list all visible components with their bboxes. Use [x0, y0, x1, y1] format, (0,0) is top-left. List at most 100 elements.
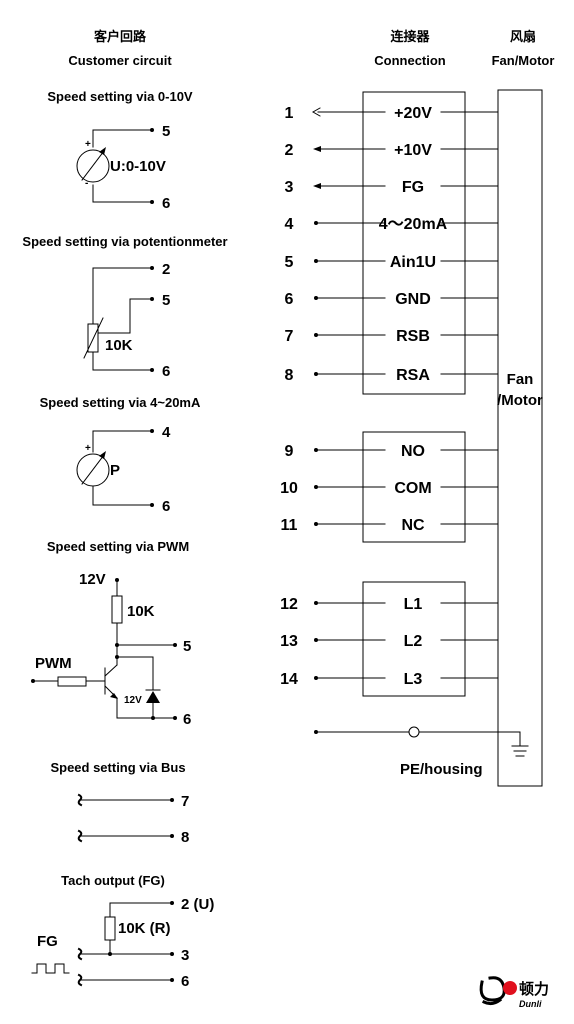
pin-dot: [314, 448, 318, 452]
pin-number: 2: [285, 142, 294, 159]
logo-mark: [479, 976, 506, 1006]
header-fan: 风扇 Fan/Motor: [492, 29, 555, 68]
pin-dot: [314, 601, 318, 605]
header-customer: 客户回路 Customer circuit: [68, 29, 172, 68]
terminal-dot: [150, 200, 154, 204]
pin-row-2: 2 +10V: [285, 142, 499, 159]
fg-input-label: FG: [37, 933, 58, 950]
current-source-symbol: [76, 453, 110, 487]
source-label: P: [110, 462, 120, 479]
pin-dot: [314, 485, 318, 489]
terminal-6: 6: [162, 195, 170, 212]
pin-row-9: 9 NO: [285, 443, 499, 460]
section-0-10v: Speed setting via 0-10V + - U:0-10V 5 6: [47, 89, 193, 212]
break-symbol: [77, 947, 83, 961]
pin-number: 12: [280, 596, 298, 613]
motor-label-2: /Motor: [497, 392, 543, 409]
section-bus-title: Speed setting via Bus: [50, 760, 185, 775]
arrow-open: [311, 107, 321, 117]
pin-number: 5: [285, 254, 294, 271]
section-potentiometer: Speed setting via potentionmeter 10K 2 5…: [22, 234, 227, 380]
pot-diagonal: [83, 317, 104, 359]
pin-signal: NO: [401, 443, 425, 460]
section-bus: Speed setting via Bus 7 8: [50, 760, 189, 846]
section-pwm: Speed setting via PWM 12V 10K 5 PWM 12V …: [31, 539, 191, 728]
pin-number: 9: [285, 443, 294, 460]
pin-signal: +20V: [394, 105, 432, 122]
pin-number: 14: [280, 671, 298, 688]
break-symbol: [77, 973, 83, 987]
motor-housing: [497, 89, 543, 787]
connector-block-phases: [362, 581, 466, 697]
pin-row-5: 5 Ain1U: [285, 254, 499, 271]
pin-signal: NC: [401, 517, 425, 534]
pin-number: 6: [285, 291, 294, 308]
source-arrow: [81, 150, 105, 181]
wire: [92, 486, 151, 506]
pwm-input-label: PWM: [35, 655, 72, 672]
arrow-filled: [313, 183, 321, 189]
break-symbol: [77, 829, 83, 843]
brand-en: Dunli: [519, 999, 542, 1009]
terminal-7: 7: [181, 793, 189, 810]
terminal-5: 5: [162, 292, 170, 309]
arrow-filled: [313, 146, 321, 152]
pin-signal: RSB: [396, 328, 430, 345]
section-potentiometer-title: Speed setting via potentionmeter: [22, 234, 227, 249]
terminal-2u: 2 (U): [181, 896, 214, 913]
voltage-source-symbol: [76, 149, 110, 183]
terminal-dot: [150, 128, 154, 132]
svg-text:-: -: [85, 178, 88, 189]
potentiometer-symbol: [87, 323, 99, 353]
pin-number: 3: [285, 179, 294, 196]
section-tach-output: Tach output (FG) 2 (U) 10K (R) FG 3 6: [31, 873, 214, 990]
pin-dot: [314, 372, 318, 376]
pin-signal: L3: [404, 671, 423, 688]
pullup-label: 10K (R): [118, 920, 171, 937]
supply-label: 12V: [79, 571, 106, 588]
header-fan-cn: 风扇: [510, 29, 536, 44]
pin-dot: [314, 259, 318, 263]
header-fan-en: Fan/Motor: [492, 53, 555, 68]
brand-cn: 顿力: [519, 980, 549, 998]
section-tach-title: Tach output (FG): [61, 873, 165, 888]
zener-diode: [146, 691, 160, 703]
section-pwm-title: Speed setting via PWM: [47, 539, 189, 554]
pin-signal: Ain1U: [390, 254, 436, 271]
wiper-wire: [97, 298, 151, 334]
wire: [92, 430, 151, 453]
wire: [92, 184, 151, 203]
terminal-5: 5: [183, 638, 191, 655]
header-customer-cn: 客户回路: [94, 29, 147, 44]
pin-signal: +10V: [394, 142, 432, 159]
pin-signal: GND: [395, 291, 431, 308]
pin-number: 11: [281, 517, 298, 534]
pin-dot: [314, 522, 318, 526]
arrow-head: [99, 147, 106, 155]
pin-dot: [314, 296, 318, 300]
pin-signal: L2: [404, 633, 423, 650]
terminal-6: 6: [181, 973, 189, 990]
pullup-label: 10K: [127, 603, 155, 620]
terminal-4: 4: [162, 424, 171, 441]
base-resistor: [57, 676, 87, 687]
pin-number: 4: [285, 216, 294, 233]
wire: [92, 351, 151, 371]
pin-dot: [314, 638, 318, 642]
header-connection-cn: 连接器: [390, 29, 430, 44]
pin-row-1: 1 +20V: [285, 105, 499, 122]
pin-number: 10: [280, 480, 298, 497]
section-0-10v-title: Speed setting via 0-10V: [47, 89, 193, 104]
svg-text:+: +: [85, 443, 91, 454]
wire: [92, 267, 151, 325]
pullup-resistor: [104, 916, 116, 941]
header-connection-en: Connection: [374, 53, 446, 68]
connector-block-power-signal: [362, 91, 466, 395]
terminal-6: 6: [183, 711, 191, 728]
pin-number: 1: [285, 105, 294, 122]
